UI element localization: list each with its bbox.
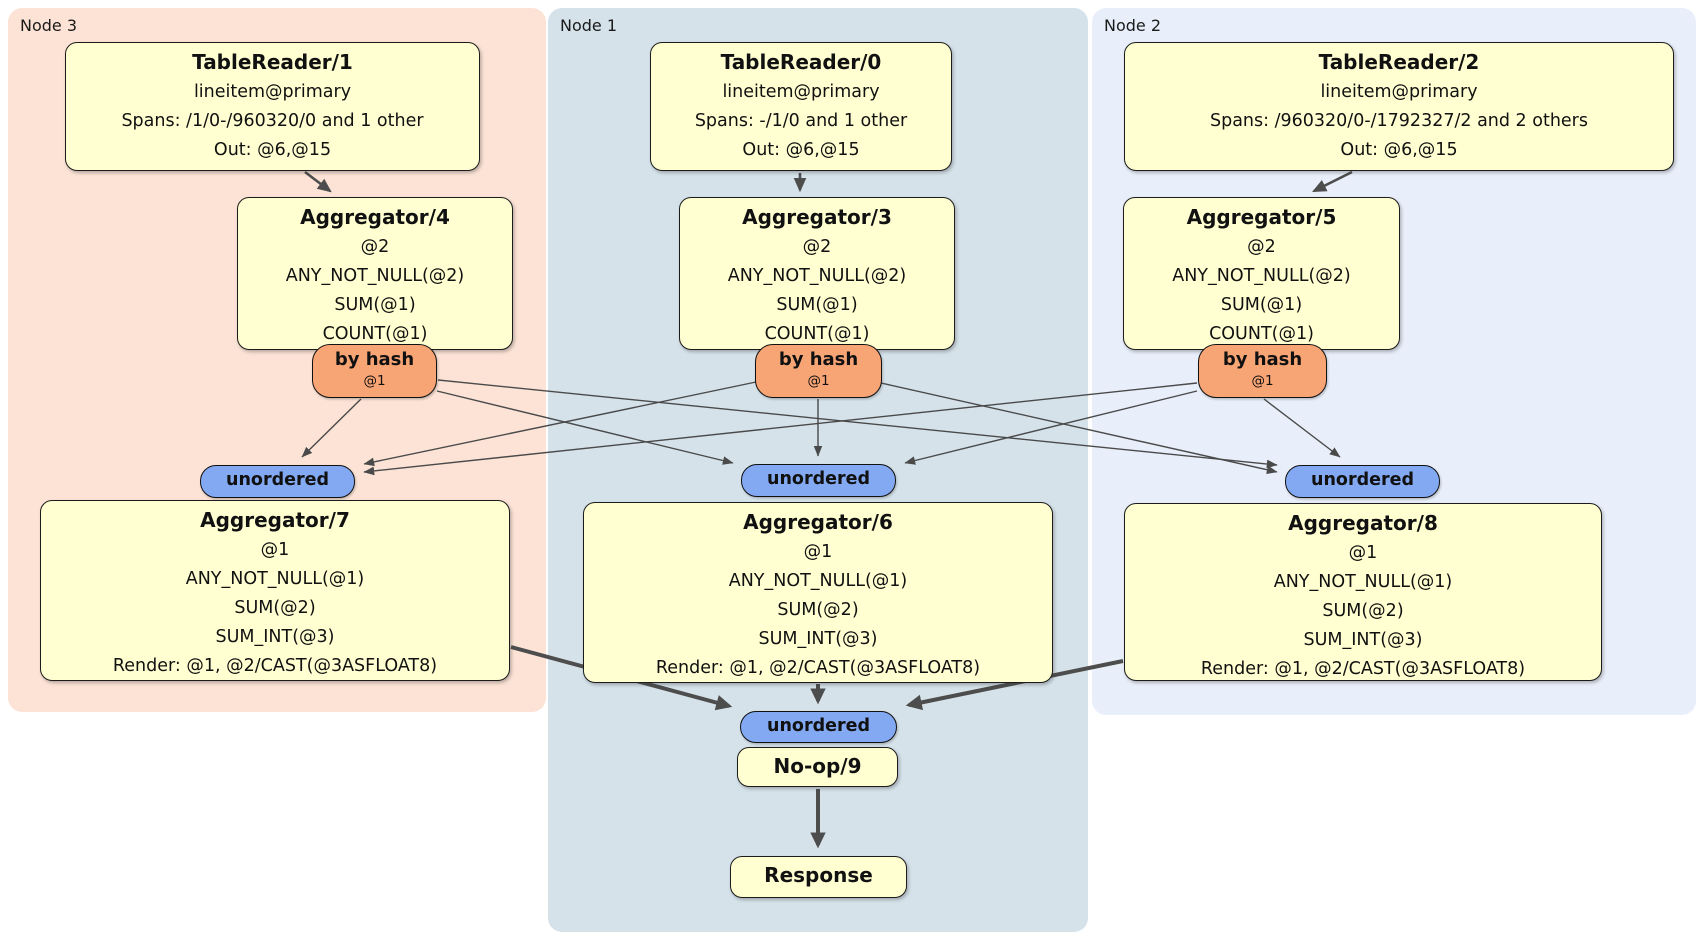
- edge-hash3-unordered1: [436, 390, 734, 465]
- processor-title: TableReader/1: [192, 50, 353, 74]
- processor-title: Aggregator/7: [200, 508, 350, 532]
- processor-box-noop-9: No-op/9: [737, 747, 898, 787]
- edge-tablereader2-aggregator5: [1311, 170, 1353, 193]
- processor-detail: ANY_NOT_NULL(@1): [728, 571, 908, 591]
- edge-tablereader1-aggregator4: [304, 170, 332, 193]
- processor-detail: Spans: /960320/0-/1792327/2 and 2 others: [1209, 111, 1588, 131]
- router-label: by hash: [778, 349, 859, 370]
- processor-detail: ANY_NOT_NULL(@1): [185, 569, 365, 589]
- processor-detail: ANY_NOT_NULL(@2): [727, 266, 907, 286]
- edge-hash3-unordered3: [301, 398, 362, 458]
- edge-aggregator8-unordered-final: [905, 659, 1124, 711]
- processor-detail: @2: [360, 237, 390, 257]
- processor-title: TableReader/0: [720, 50, 882, 74]
- edge-hash3-unordered2: [437, 379, 1278, 469]
- processor-detail: SUM(@2): [234, 598, 316, 618]
- processor-detail: Render: @1, @2/CAST(@3ASFLOAT8): [112, 656, 438, 676]
- router-label: by hash: [334, 349, 415, 370]
- processor-detail: COUNT(@1): [1209, 324, 1314, 344]
- processor-detail: @1: [803, 542, 833, 562]
- processor-detail: SUM_INT(@3): [758, 629, 878, 649]
- processor-box-aggregator-6: Aggregator/6 @1 ANY_NOT_NULL(@1) SUM(@2)…: [583, 502, 1053, 683]
- processor-box-aggregator-8: Aggregator/8 @1 ANY_NOT_NULL(@1) SUM(@2)…: [1124, 503, 1602, 681]
- router-key: @1: [363, 373, 386, 389]
- router-key: @1: [807, 373, 830, 389]
- region-label-node-2: Node 2: [1104, 16, 1162, 35]
- processor-detail: ANY_NOT_NULL(@2): [285, 266, 465, 286]
- processor-title: Aggregator/5: [1186, 205, 1337, 229]
- processor-detail: SUM(@1): [334, 295, 416, 315]
- processor-detail: @1: [1348, 543, 1378, 563]
- processor-box-response: Response: [730, 856, 907, 898]
- processor-detail: Render: @1, @2/CAST(@3ASFLOAT8): [655, 658, 981, 678]
- stream-pill-unordered-final: unordered: [740, 711, 897, 743]
- processor-title: Aggregator/4: [300, 205, 450, 229]
- processor-box-aggregator-5: Aggregator/5 @2 ANY_NOT_NULL(@2) SUM(@1)…: [1123, 197, 1400, 350]
- edge-hash1-unordered2: [880, 382, 1278, 474]
- processor-detail: Out: @6,@15: [1340, 140, 1458, 160]
- router-pill-by-hash-node1: by hash @1: [755, 344, 882, 398]
- edge-hash2-unordered1: [904, 390, 1198, 465]
- processor-detail: lineitem@primary: [722, 82, 880, 102]
- edge-hash1-unordered3: [363, 381, 757, 467]
- processor-detail: SUM(@1): [1220, 295, 1303, 315]
- processor-detail: Out: @6,@15: [742, 140, 860, 160]
- processor-detail: SUM_INT(@3): [1303, 630, 1423, 650]
- processor-title: Aggregator/6: [743, 510, 893, 534]
- stream-pill-unordered-node1: unordered: [741, 464, 896, 497]
- processor-detail: SUM(@2): [1322, 601, 1404, 621]
- processor-detail: lineitem@primary: [1320, 82, 1478, 102]
- processor-title: Response: [764, 863, 873, 887]
- region-label-node-1: Node 1: [560, 16, 618, 35]
- processor-box-aggregator-3: Aggregator/3 @2 ANY_NOT_NULL(@2) SUM(@1)…: [679, 197, 955, 350]
- router-pill-by-hash-node3: by hash @1: [312, 344, 437, 398]
- router-key: @1: [1251, 373, 1274, 389]
- edge-hash2-unordered2: [1263, 398, 1341, 458]
- processor-detail: Spans: -/1/0 and 1 other: [694, 111, 908, 131]
- router-pill-by-hash-node2: by hash @1: [1198, 344, 1327, 398]
- processor-detail: @2: [802, 237, 832, 257]
- processor-box-aggregator-4: Aggregator/4 @2 ANY_NOT_NULL(@2) SUM(@1)…: [237, 197, 513, 350]
- processor-title: TableReader/2: [1318, 50, 1480, 74]
- processor-box-tablereader-0: TableReader/0 lineitem@primary Spans: -/…: [650, 42, 952, 171]
- edge-hash2-unordered3: [363, 382, 1198, 476]
- processor-detail: SUM(@2): [777, 600, 859, 620]
- processor-title: No-op/9: [773, 754, 862, 778]
- processor-detail: COUNT(@1): [764, 324, 870, 344]
- processor-box-tablereader-2: TableReader/2 lineitem@primary Spans: /9…: [1124, 42, 1674, 171]
- processor-detail: @2: [1247, 237, 1276, 257]
- processor-detail: Out: @6,@15: [213, 140, 332, 160]
- processor-detail: SUM_INT(@3): [215, 627, 335, 647]
- stream-pill-unordered-node2: unordered: [1285, 465, 1440, 498]
- processor-title: Aggregator/3: [742, 205, 892, 229]
- processor-detail: SUM(@1): [776, 295, 858, 315]
- stream-pill-unordered-node3: unordered: [200, 465, 355, 498]
- processor-title: Aggregator/8: [1288, 511, 1438, 535]
- processor-detail: @1: [260, 540, 290, 560]
- processor-detail: ANY_NOT_NULL(@2): [1172, 266, 1351, 286]
- processor-detail: ANY_NOT_NULL(@1): [1273, 572, 1453, 592]
- processor-detail: COUNT(@1): [322, 324, 428, 344]
- processor-box-aggregator-7: Aggregator/7 @1 ANY_NOT_NULL(@1) SUM(@2)…: [40, 500, 510, 681]
- processor-box-tablereader-1: TableReader/1 lineitem@primary Spans: /1…: [65, 42, 480, 171]
- processor-detail: Spans: /1/0-/960320/0 and 1 other: [121, 111, 424, 131]
- processor-detail: Render: @1, @2/CAST(@3ASFLOAT8): [1200, 659, 1526, 679]
- processor-detail: lineitem@primary: [193, 82, 352, 102]
- router-label: by hash: [1222, 349, 1303, 370]
- region-label-node-3: Node 3: [20, 16, 78, 35]
